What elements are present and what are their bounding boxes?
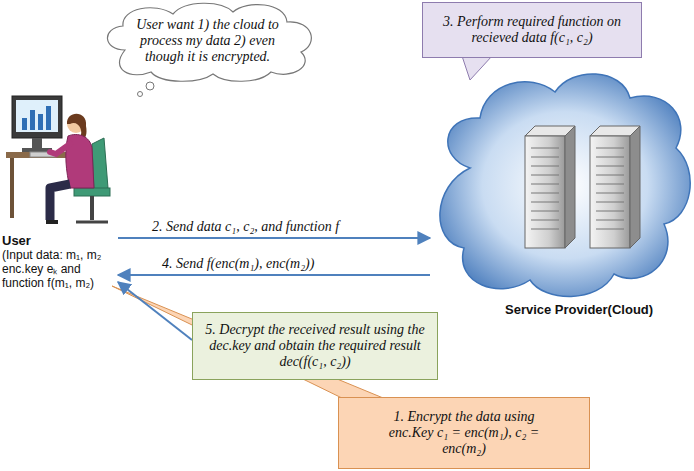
decor-shape: [10, 158, 14, 218]
callout-pointer: [462, 56, 492, 80]
decor-shape: [50, 144, 70, 154]
thought-bubble: [138, 92, 143, 97]
decor-shape: [38, 114, 43, 130]
callout-text: User want 1) the cloud to process my dat…: [123, 17, 293, 65]
flow-arrow: [118, 282, 192, 340]
decor-shape: [531, 229, 559, 230]
decor-shape: [50, 184, 70, 220]
decor-shape: [76, 221, 108, 224]
decor-shape: [630, 126, 640, 248]
decor-shape: [531, 220, 559, 221]
decor-shape: [74, 188, 110, 196]
callout-box: 1. Encrypt the data using enc.Key c₁ = e…: [338, 397, 590, 469]
decor-shape: [596, 166, 624, 167]
decor-shape: [596, 193, 624, 194]
callout-box: 3. Perform required function on recieved…: [422, 2, 642, 58]
callout-box: 5. Decrypt the received result using the…: [192, 312, 438, 380]
decor-shape: [531, 148, 624, 229]
decor-shape: [596, 211, 624, 212]
decor-shape: [46, 106, 51, 130]
decor-shape: [531, 211, 559, 212]
actor-note: (Input data: m₁, m₂ enc.key eₖ and funct…: [2, 248, 116, 290]
decor-shape: [531, 193, 559, 194]
decor-shape: [596, 184, 624, 185]
decor-shape: [22, 118, 27, 130]
decor-shape: [46, 220, 58, 224]
text-group: 5. Decrypt the received result using the…: [202, 322, 428, 370]
flow-arrow: [118, 274, 430, 276]
decor-shape: [440, 74, 690, 297]
decor-shape: [90, 196, 94, 220]
decor-shape: [30, 110, 35, 130]
decor-shape: [531, 166, 559, 167]
decor-shape: [596, 220, 624, 221]
decor-shape: [107, 3, 311, 81]
edge-label: 2. Send data c₁, c₂, and function f: [150, 219, 341, 235]
callout-text: 3. Perform required function on recieved…: [432, 14, 632, 46]
decor-shape: [596, 175, 624, 176]
decor-shape: [596, 157, 624, 158]
callout-text: 5. Decrypt the received result using the…: [202, 322, 428, 370]
decor-shape: [525, 136, 565, 248]
node-label: Service Provider(Cloud): [505, 302, 653, 317]
cloud-illustration: [430, 58, 694, 300]
decor-shape: [590, 136, 630, 248]
callout-text: 1. Encrypt the data using enc.Key c₁ = e…: [379, 409, 549, 457]
decor-shape: [32, 138, 42, 148]
text-group: 1. Encrypt the data using enc.Key c₁ = e…: [379, 409, 549, 457]
user-node: User(Input data: m₁, m₂ enc.key eₖ and f…: [0, 88, 118, 314]
decor-shape: [12, 96, 62, 138]
decor-shape: [596, 202, 624, 203]
text-group: 3. Perform required function on recieved…: [432, 14, 632, 46]
decor-shape: [565, 126, 575, 248]
user-illustration: [0, 88, 118, 234]
decor-shape: [596, 229, 624, 230]
text-group: User(Input data: m₁, m₂ enc.key eₖ and f…: [2, 234, 116, 290]
decor-shape: [531, 202, 559, 203]
thought-bubble: [146, 82, 154, 90]
decor-shape: [531, 157, 559, 158]
decor-shape: [531, 184, 559, 185]
thought-node: User want 1) the cloud to process my dat…: [95, 0, 320, 82]
flow-arrow: [118, 237, 430, 239]
text-group: Service Provider(Cloud): [505, 302, 653, 317]
cloud-node: Service Provider(Cloud): [430, 58, 694, 322]
actor-name: User: [2, 234, 116, 248]
edge-label: 4. Send f(enc(m₁), enc(m₂)): [160, 256, 316, 272]
decor-shape: [531, 148, 559, 149]
decor-shape: [16, 100, 58, 132]
decor-shape: [92, 138, 108, 192]
decor-shape: [596, 148, 624, 149]
decor-shape: [531, 175, 559, 176]
text-group: User want 1) the cloud to process my dat…: [123, 17, 293, 65]
